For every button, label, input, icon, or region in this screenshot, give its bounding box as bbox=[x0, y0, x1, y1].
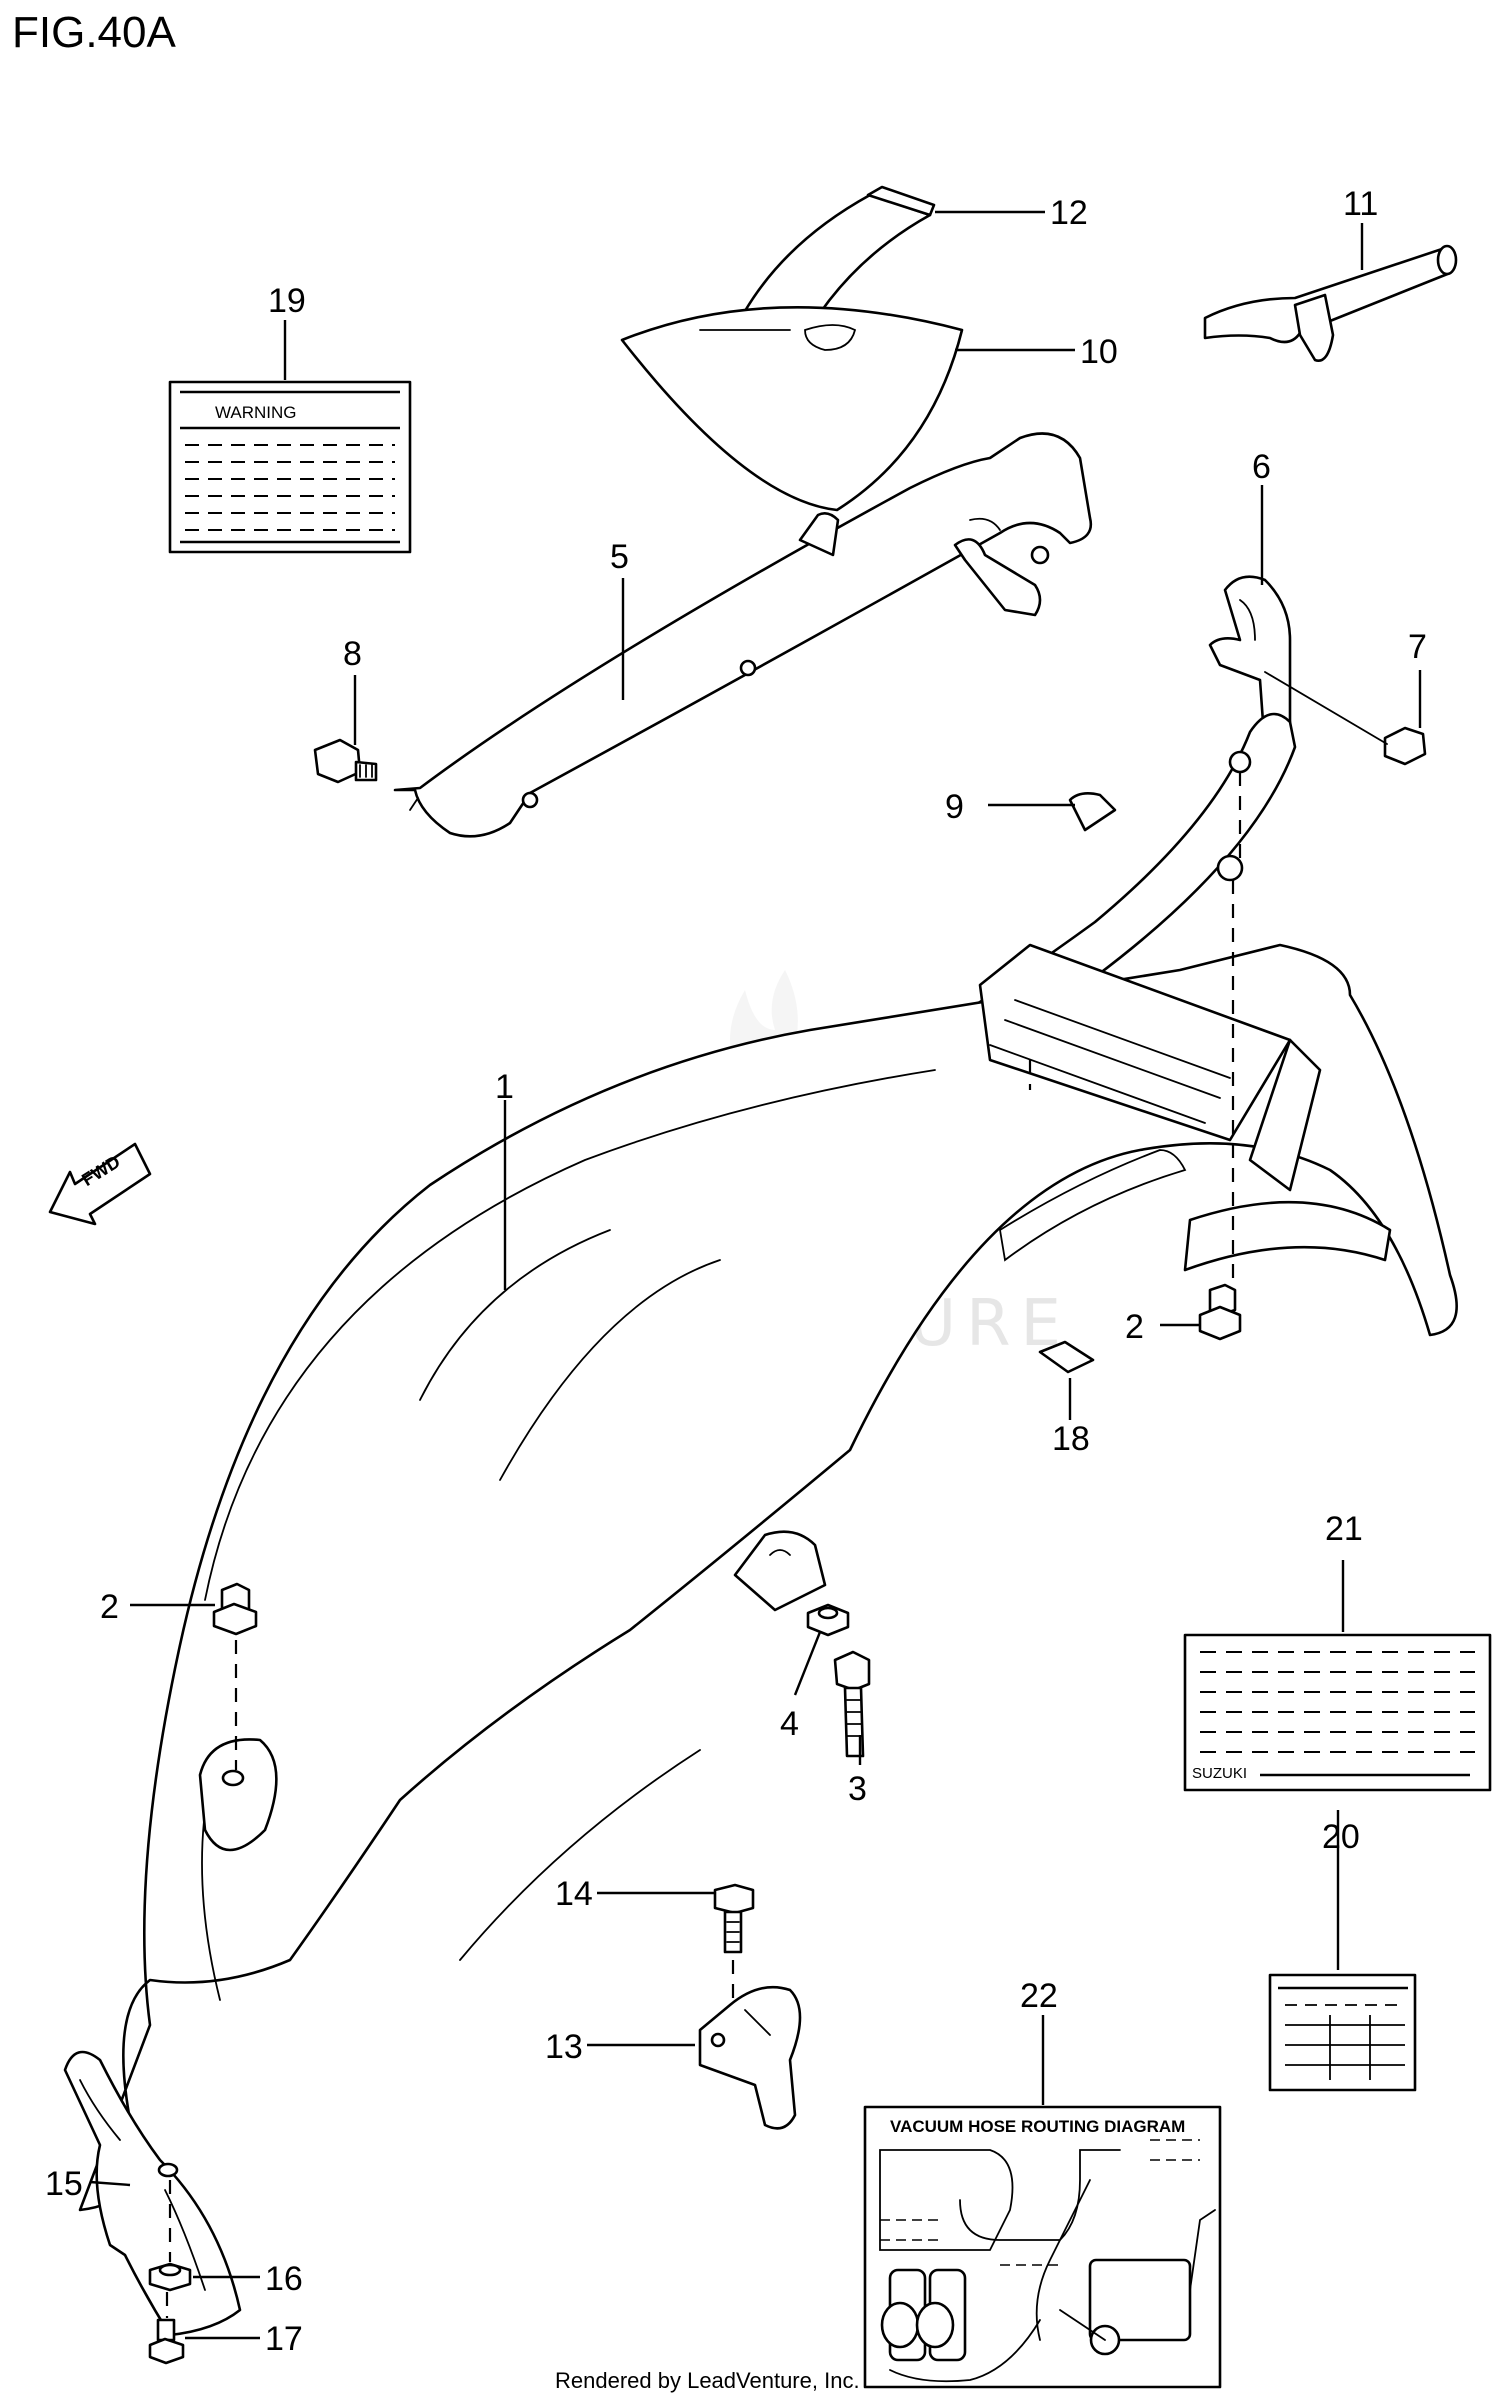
canister-left bbox=[880, 2268, 967, 2362]
callout-18: 18 bbox=[1052, 1420, 1090, 1458]
callout-10: 10 bbox=[1080, 333, 1118, 371]
part-1-carrier-deck[interactable] bbox=[978, 943, 1322, 1192]
callout-2-left: 2 bbox=[100, 1588, 119, 1626]
part-2-bolt-right[interactable] bbox=[1198, 1283, 1242, 1341]
callout-1: 1 bbox=[495, 1068, 514, 1106]
part-20-label[interactable] bbox=[1268, 1973, 1417, 2092]
part-1-rear-fender[interactable] bbox=[78, 943, 1458, 2212]
part-22-vacuum-label[interactable]: VACUUM HOSE ROUTING DIAGRAM bbox=[863, 2105, 1222, 2389]
callout-17: 17 bbox=[265, 2320, 303, 2358]
part-2-bolt-left[interactable] bbox=[212, 1582, 258, 1636]
warning-label-text: WARNING bbox=[215, 403, 297, 422]
callout-20: 20 bbox=[1322, 1818, 1360, 1856]
vacuum-label-text: VACUUM HOSE ROUTING DIAGRAM bbox=[890, 2117, 1185, 2136]
callouts: 1 2 2 3 4 5 6 7 8 9 10 11 12 13 14 15 16… bbox=[45, 185, 1427, 2358]
callout-9: 9 bbox=[945, 788, 964, 826]
part-16-nut[interactable] bbox=[148, 2262, 192, 2292]
part-21-suzuki-label[interactable]: SUZUKI bbox=[1183, 1633, 1492, 1792]
assembly-lines bbox=[165, 772, 1242, 2318]
callout-11: 11 bbox=[1343, 185, 1378, 223]
fwd-arrow-icon: FWD bbox=[48, 1142, 152, 1226]
figure-title: FIG.40A bbox=[12, 8, 176, 57]
part-7-bolt[interactable] bbox=[1264, 671, 1427, 766]
callout-15: 15 bbox=[45, 2165, 83, 2203]
part-11-bracket[interactable] bbox=[1203, 244, 1458, 362]
part-18-plate[interactable] bbox=[1038, 1340, 1095, 1374]
callout-3: 3 bbox=[848, 1770, 867, 1808]
part-10-pad[interactable] bbox=[620, 306, 964, 512]
callout-16: 16 bbox=[265, 2260, 303, 2298]
part-14-bolt[interactable] bbox=[713, 1883, 755, 1954]
callout-6: 6 bbox=[1252, 448, 1271, 486]
part-13-reflector[interactable] bbox=[698, 1985, 802, 2130]
part-3-bolt[interactable] bbox=[833, 1650, 871, 1758]
part-15-flap-bracket[interactable] bbox=[63, 2050, 242, 2337]
part-19-warning-label[interactable]: WARNING bbox=[168, 380, 412, 554]
callout-4: 4 bbox=[780, 1705, 799, 1743]
callout-19: 19 bbox=[268, 282, 306, 320]
callout-5: 5 bbox=[610, 538, 629, 576]
callout-2-right: 2 bbox=[1125, 1308, 1144, 1346]
callout-13: 13 bbox=[545, 2028, 583, 2066]
callout-12: 12 bbox=[1050, 194, 1088, 232]
part-17-screw[interactable] bbox=[148, 2318, 185, 2365]
part-8-bolt[interactable] bbox=[313, 738, 378, 784]
callout-21: 21 bbox=[1325, 1510, 1363, 1548]
callout-14: 14 bbox=[555, 1875, 593, 1913]
part-5-carrier-bar[interactable] bbox=[393, 432, 1093, 838]
callout-8: 8 bbox=[343, 635, 362, 673]
suzuki-label-text: SUZUKI bbox=[1192, 1765, 1247, 1782]
part-4-washer[interactable] bbox=[806, 1603, 850, 1637]
callout-22: 22 bbox=[1020, 1977, 1058, 2015]
leader-lines bbox=[89, 210, 1422, 2340]
footer-credit: Rendered by LeadVenture, Inc. bbox=[555, 2368, 860, 2393]
callout-7: 7 bbox=[1408, 628, 1427, 666]
